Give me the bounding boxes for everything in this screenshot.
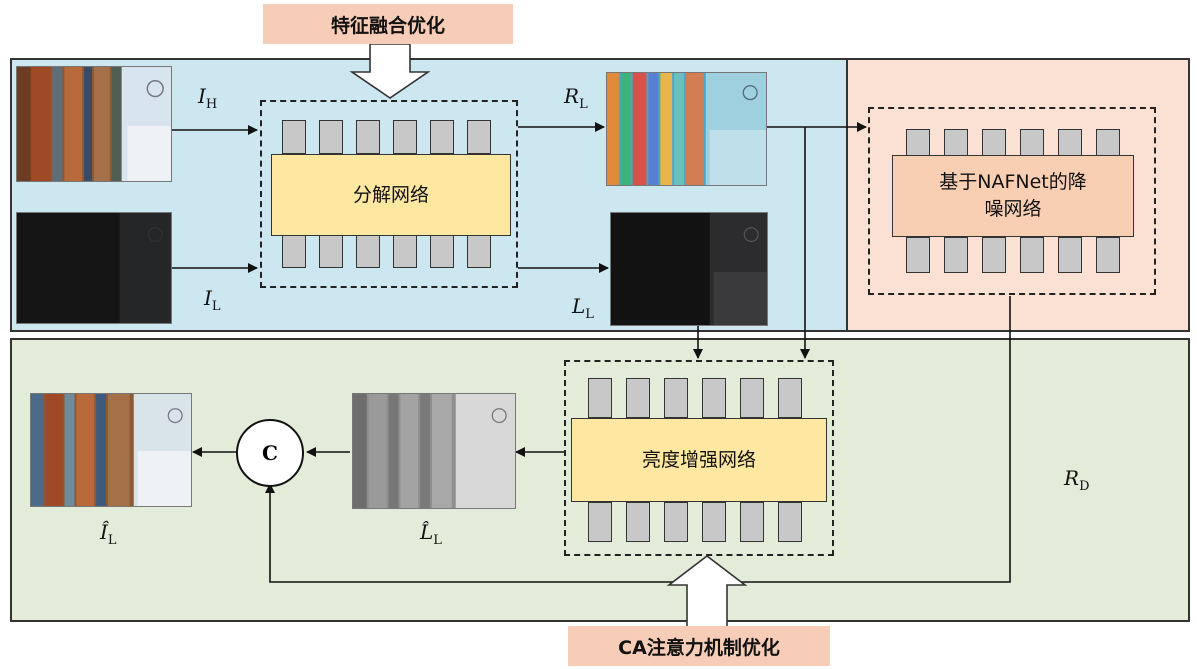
label-i-l: IL: [204, 286, 221, 314]
enhance-network: 亮度增强网络: [564, 360, 834, 556]
denoise-network: 基于NAFNet的降噪网络: [868, 107, 1156, 295]
label-l-l: LL: [572, 294, 594, 322]
label-r-l: RL: [564, 84, 588, 112]
feature-fusion-label: 特征融合优化: [263, 4, 513, 44]
enhanced-illumination-image: [352, 393, 516, 509]
decomposition-network: 分解网络: [260, 100, 518, 288]
input-low-light-image: [16, 212, 172, 324]
ca-attention-label: CA注意力机制优化: [568, 626, 830, 666]
arrow-rd-to-concat: [265, 296, 1011, 583]
label-i-hat: ÎL: [100, 520, 117, 548]
illumination-image: [610, 212, 768, 326]
input-normal-light-image: [16, 66, 172, 182]
reflectance-image: [606, 72, 767, 186]
enhance-core: 亮度增强网络: [571, 418, 827, 502]
label-l-hat: L̂L: [420, 520, 442, 548]
output-enhanced-image: [30, 393, 192, 507]
decomposition-core: 分解网络: [271, 154, 511, 236]
concat-node: C: [236, 419, 304, 487]
denoise-core: 基于NAFNet的降噪网络: [892, 155, 1134, 237]
label-i-h: IH: [198, 84, 218, 112]
ca-attention-arrow: [666, 554, 748, 631]
label-r-d: RD: [1064, 466, 1090, 494]
feature-fusion-arrow: [349, 43, 431, 99]
